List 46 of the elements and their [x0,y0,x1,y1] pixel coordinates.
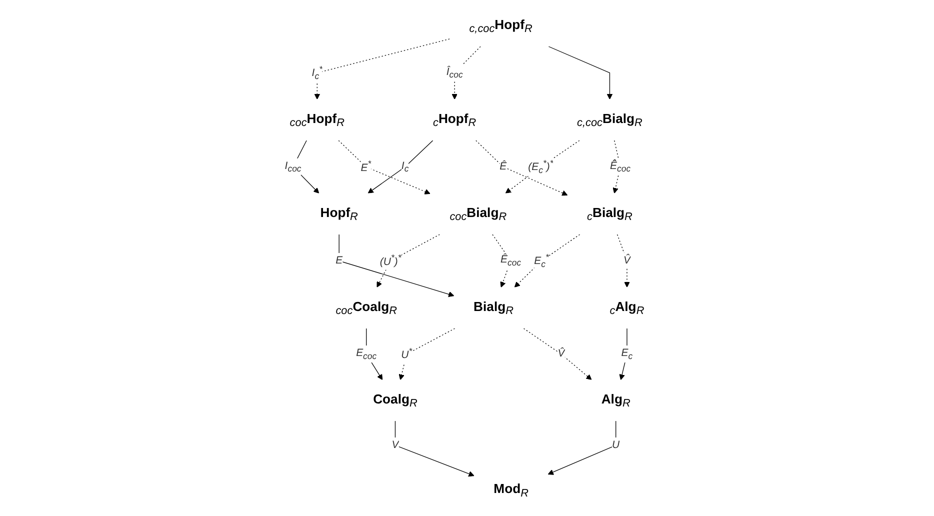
node-text: $_{coc}$Hopf$_{R}$ [290,112,344,129]
arrow [398,328,456,380]
arrow [523,328,592,380]
arrow [505,140,580,194]
node-text: $_{c}$Hopf$_{R}$ [433,112,476,129]
edge-label: (E$_{c}$$^{*}$)$^{*}$ [528,158,554,175]
arrow [394,420,474,477]
edge-label: I$_{c}$ [401,160,409,174]
edge-label: V̂ [558,348,565,360]
edge-label: V̂ [623,254,630,266]
edge-label: E$_{c}$ [621,348,633,361]
edge-label: Ê$_{coc}$ [500,254,522,268]
edge-label: V [392,439,399,451]
arrow [368,140,434,194]
edge-label: U$^{*}$ [401,346,412,361]
arrow [314,38,450,100]
edge-label: E$^{*}$ [360,158,372,174]
node-text: Hopf$_{R}$ [320,206,358,223]
arrow [338,140,430,194]
edge-label: E$_{coc}$ [356,348,377,361]
edge-label: U [612,439,620,451]
edge-label: I$_{coc}$ [284,160,302,174]
edge-label: Ê [500,160,507,172]
edge-label: Ê̂$_{coc}$ [610,160,631,174]
arrow [376,234,440,288]
node-text: $_{c,coc}$Bialg$_{R}$ [577,112,642,129]
node-text: $_{c}$Alg$_{R}$ [610,300,644,317]
arrow [338,234,454,298]
edge-label: E [336,254,343,266]
edge-label: Î$_{coc}$ [446,66,463,80]
edge-label: (U$^{*}$)$^{*}$ [380,252,402,268]
node-text: $_{c,coc}$Hopf$_{R}$ [469,18,532,35]
arrow [452,46,481,100]
node-text: $_{coc}$Coalg$_{R}$ [336,300,397,317]
node-text: Bialg$_{R}$ [474,300,514,317]
node-text: $_{c}$Bialg$_{R}$ [587,206,632,223]
node-text: Coalg$_{R}$ [373,392,418,410]
node-text: Alg$_{R}$ [601,392,630,410]
arrow [548,420,616,475]
arrow [548,46,613,100]
node-text: Mod$_{R}$ [494,482,528,499]
arrow [619,328,628,380]
node-text: $_{coc}$Bialg$_{R}$ [450,206,507,223]
arrow [514,234,580,288]
arrow [476,140,568,196]
arrow [612,140,621,194]
